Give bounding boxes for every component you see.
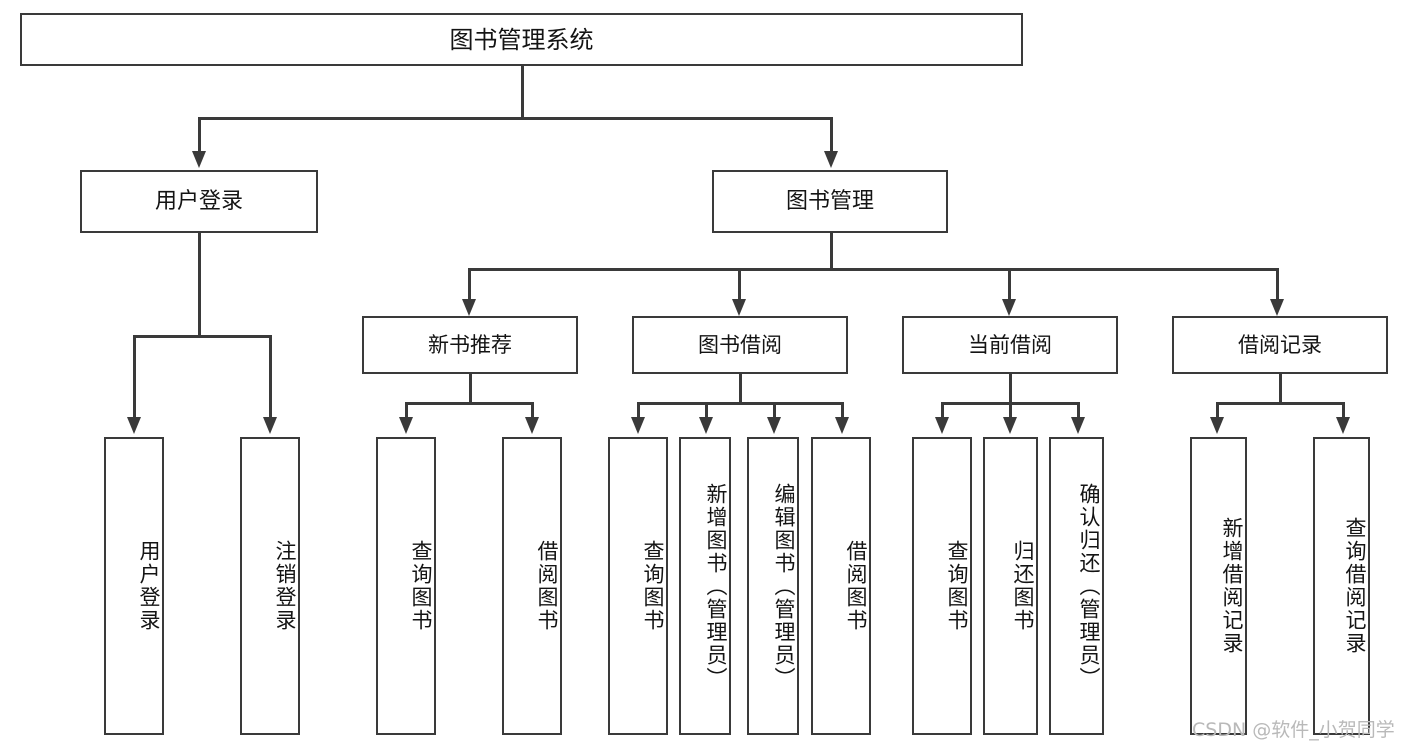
arrow-current-borrow-to-leaf-3 [1071,417,1085,434]
node-label: 图书借阅 [698,332,782,357]
edge-root-to-book-manage [830,117,833,153]
edge-new-book-trunk [469,374,472,404]
edge-new-book-to-leaf-1 [405,402,408,418]
node-label: 查询图书 [945,540,969,632]
node-book-manage[interactable]: 图书管理 [712,170,948,233]
edge-book-borrow-trunk [739,374,742,404]
node-label: 当前借阅 [968,332,1052,357]
arrow-new-book-to-leaf-2 [525,417,539,434]
edge-book-borrow-to-leaf-2 [705,402,708,418]
node-root-system[interactable]: 图书管理系统 [20,13,1023,66]
node-label: 确认归还（管理员） [1077,482,1101,690]
node-label: 新书推荐 [428,332,512,357]
edge-borrow-record-to-leaf-1 [1216,402,1219,418]
node-label: 新增图书（管理员） [704,482,728,690]
edge-user-login-to-leaf-1 [133,335,136,419]
arrow-book-borrow-to-leaf-4 [835,417,849,434]
edge-new-book-bar [405,402,534,405]
arrow-root-to-book-manage [824,151,838,168]
leaf-user-login-logout[interactable]: 注销登录 [240,437,300,735]
edge-new-book-to-leaf-2 [531,402,534,418]
node-new-book-recommend[interactable]: 新书推荐 [362,316,578,374]
leaf-new-book-query-book[interactable]: 查询图书 [376,437,436,735]
leaf-borrow-record-add-record[interactable]: 新增借阅记录 [1190,437,1247,735]
edge-book-manage-to-current [1008,268,1011,301]
edge-book-borrow-to-leaf-3 [773,402,776,418]
node-label: 查询借阅记录 [1343,517,1367,655]
edge-user-login-bar [133,335,271,338]
node-label: 借阅图书 [535,540,559,632]
edge-current-borrow-to-leaf-1 [941,402,944,418]
edge-root-trunk [521,66,524,119]
csdn-watermark: CSDN @软件_小贺同学 [1192,719,1395,741]
node-label: 新增借阅记录 [1220,517,1244,655]
edge-root-to-user-login [198,117,201,153]
arrow-book-borrow-to-leaf-2 [699,417,713,434]
node-label: 注销登录 [273,540,297,632]
edge-borrow-record-to-leaf-2 [1342,402,1345,418]
arrow-book-manage-to-current [1002,299,1016,316]
leaf-user-login-login[interactable]: 用户登录 [104,437,164,735]
edge-book-manage-to-record [1276,268,1279,301]
edge-book-borrow-to-leaf-4 [841,402,844,418]
arrow-book-manage-to-new-book [462,299,476,316]
leaf-book-borrow-borrow-book[interactable]: 借阅图书 [811,437,871,735]
edge-borrow-record-trunk [1279,374,1282,404]
edge-user-login-trunk [198,233,201,337]
arrow-book-manage-to-record [1270,299,1284,316]
arrow-new-book-to-leaf-1 [399,417,413,434]
leaf-current-borrow-return-book[interactable]: 归还图书 [983,437,1038,735]
leaf-book-borrow-edit-book-admin[interactable]: 编辑图书（管理员） [747,437,799,735]
arrow-user-login-to-leaf-2 [263,417,277,434]
arrow-current-borrow-to-leaf-1 [935,417,949,434]
edge-current-borrow-to-leaf-2 [1009,402,1012,418]
node-user-login[interactable]: 用户登录 [80,170,318,233]
arrow-book-borrow-to-leaf-1 [631,417,645,434]
leaf-current-borrow-query-book[interactable]: 查询图书 [912,437,972,735]
node-label: 用户登录 [137,540,161,632]
leaf-borrow-record-query-record[interactable]: 查询借阅记录 [1313,437,1370,735]
leaf-book-borrow-query-book[interactable]: 查询图书 [608,437,668,735]
node-borrow-record[interactable]: 借阅记录 [1172,316,1388,374]
edge-book-manage-to-borrow [738,268,741,301]
edge-book-manage-trunk [830,233,833,270]
leaf-book-borrow-add-book-admin[interactable]: 新增图书（管理员） [679,437,731,735]
edge-book-manage-to-new-book [468,268,471,301]
node-label: 用户登录 [154,188,243,214]
edge-current-borrow-to-leaf-3 [1077,402,1080,418]
edge-book-borrow-to-leaf-1 [637,402,640,418]
node-label: 图书管理 [785,188,874,214]
edge-borrow-record-bar [1216,402,1344,405]
arrow-borrow-record-to-leaf-1 [1210,417,1224,434]
edge-user-login-to-leaf-2 [269,335,272,419]
node-current-borrow[interactable]: 当前借阅 [902,316,1118,374]
node-label: 图书管理系统 [449,25,594,54]
arrow-user-login-to-leaf-1 [127,417,141,434]
arrow-current-borrow-to-leaf-2 [1003,417,1017,434]
leaf-current-borrow-confirm-return-admin[interactable]: 确认归还（管理员） [1049,437,1104,735]
arrow-root-to-user-login [192,151,206,168]
node-label: 查询图书 [409,540,433,632]
edge-current-borrow-trunk [1009,374,1012,404]
node-label: 编辑图书（管理员） [772,482,796,690]
arrow-book-borrow-to-leaf-3 [767,417,781,434]
arrow-book-manage-to-borrow [732,299,746,316]
edge-book-manage-bar [468,268,1279,271]
node-label: 借阅记录 [1238,332,1322,357]
node-book-borrow[interactable]: 图书借阅 [632,316,848,374]
leaf-new-book-borrow-book[interactable]: 借阅图书 [502,437,562,735]
node-label: 借阅图书 [844,540,868,632]
edge-book-borrow-bar [637,402,844,405]
node-label: 归还图书 [1011,540,1035,632]
arrow-borrow-record-to-leaf-2 [1336,417,1350,434]
node-label: 查询图书 [641,540,665,632]
edge-root-bar [198,117,832,120]
